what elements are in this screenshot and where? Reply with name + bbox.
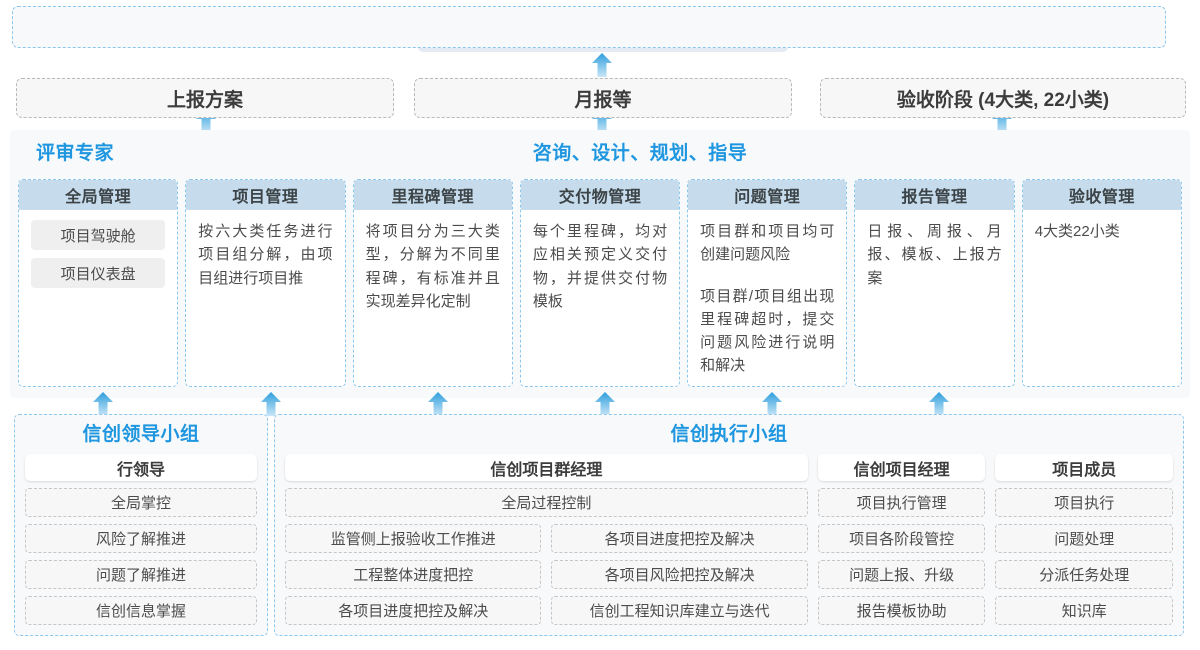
- card-paragraph: 将项目分为三大类型，分解为不同里程碑，有标准并且实现差异化定制: [365, 223, 500, 310]
- card-acceptance-management[interactable]: 验收管理 4大类22小类: [1021, 179, 1182, 387]
- exec-group-panel: 信创执行小组 信创项目群经理 全局过程控制 监管侧上报验收工作推进 工程整体进度…: [274, 414, 1184, 636]
- card-title: 报告管理: [855, 180, 1014, 210]
- report-box-acceptance: 验收阶段 (4大类, 22小类): [820, 78, 1186, 118]
- card-report-management[interactable]: 报告管理 日报、周报、月报、模板、上报方案: [854, 179, 1015, 387]
- up-arrow-icon: [260, 391, 282, 417]
- card-deliverable-management[interactable]: 交付物管理 每个里程碑，均对应相关预定义交付物，并提供交付物模板: [519, 179, 681, 387]
- report-box-monthly: 月报等: [414, 78, 792, 118]
- duty-item[interactable]: 各项目风险把控及解决: [551, 560, 808, 589]
- card-body: 日报、周报、月报、模板、上报方案: [855, 210, 1013, 386]
- card-body: 项目驾驶舱 项目仪表盘: [19, 210, 177, 386]
- band-label-expert: 评审专家: [36, 143, 115, 164]
- card-project-management[interactable]: 项目管理 按六大类任务进行项目组分解，由项目组进行项目推: [185, 179, 346, 387]
- card-paragraph: 项目群/项目组出现里程碑超时，提交问题风险进行说明和解决: [700, 287, 835, 375]
- card-body: 每个里程碑，均对应相关预定义交付物，并提供交付物模板: [521, 210, 679, 386]
- project-manager-column: 信创项目经理 项目执行管理 项目各阶段管控 问题上报、升级 报告模板协助: [817, 454, 986, 625]
- duty-item[interactable]: 各项目进度把控及解决: [285, 596, 542, 625]
- duty-item[interactable]: 问题上报、升级: [817, 560, 986, 589]
- band-label-consulting: 咨询、设计、规划、指导: [532, 143, 748, 164]
- leader-role-header: 行领导: [25, 454, 257, 481]
- card-title: 里程碑管理: [353, 180, 512, 210]
- card-body: 将项目分为三大类型，分解为不同里程碑，有标准并且实现差异化定制: [354, 210, 512, 386]
- card-paragraph: 项目群和项目均可创建问题风险: [700, 223, 835, 264]
- report-box-plan: 上报方案: [16, 78, 394, 118]
- duty-item[interactable]: 报告模板协助: [817, 596, 986, 625]
- card-paragraph: 按六大类任务进行项目组分解，由项目组进行项目推: [198, 223, 333, 287]
- card-paragraph: 日报、周报、月报、模板、上报方案: [867, 223, 1002, 287]
- function-card-row: 全局管理 项目驾驶舱 项目仪表盘 项目管理 按六大类任务进行项目组分解，由项目组…: [18, 179, 1182, 387]
- card-issue-management[interactable]: 问题管理 项目群和项目均可创建问题风险 项目群/项目组出现里程碑超时，提交问题风…: [687, 179, 848, 387]
- duty-item[interactable]: 项目执行管理: [817, 488, 986, 517]
- program-manager-column: 信创项目群经理 全局过程控制 监管侧上报验收工作推进 工程整体进度把控 各项目进…: [285, 454, 808, 625]
- card-body: 项目群和项目均可创建问题风险 项目群/项目组出现里程碑超时，提交问题风险进行说明…: [688, 210, 846, 386]
- duty-item[interactable]: 知识库: [995, 596, 1173, 625]
- up-arrow-icon: [761, 391, 783, 417]
- duty-item-span[interactable]: 全局过程控制: [285, 488, 808, 517]
- up-arrow-icon: [594, 391, 616, 417]
- duty-item[interactable]: 各项目进度把控及解决: [551, 524, 808, 553]
- duty-item[interactable]: 信创工程知识库建立与迭代: [551, 596, 808, 625]
- duty-item[interactable]: 工程整体进度把控: [285, 560, 542, 589]
- card-title: 交付物管理: [520, 180, 680, 210]
- card-paragraph: 4大类22小类: [1034, 223, 1120, 240]
- project-manager-header: 信创项目经理: [817, 454, 986, 481]
- card-body: 4大类22小类: [1023, 210, 1181, 386]
- duty-item[interactable]: 分派任务处理: [995, 560, 1173, 589]
- duty-item[interactable]: 信创信息掌握: [25, 596, 257, 625]
- program-manager-left-duties: 监管侧上报验收工作推进 工程整体进度把控 各项目进度把控及解决: [285, 524, 542, 625]
- card-milestone-management[interactable]: 里程碑管理 将项目分为三大类型，分解为不同里程碑，有标准并且实现差异化定制: [352, 179, 513, 387]
- duty-item[interactable]: 风险了解推进: [25, 524, 257, 553]
- duty-item[interactable]: 全局掌控: [25, 488, 257, 517]
- up-arrow-icon: [928, 391, 950, 417]
- exec-columns: 信创项目群经理 全局过程控制 监管侧上报验收工作推进 工程整体进度把控 各项目进…: [285, 454, 1173, 625]
- leader-group-title: 信创领导小组: [82, 424, 200, 445]
- card-title: 验收管理: [1022, 180, 1181, 210]
- duty-item[interactable]: 监管侧上报验收工作推进: [285, 524, 542, 553]
- card-title: 问题管理: [688, 180, 847, 210]
- card-title: 项目管理: [186, 180, 345, 210]
- project-members-header: 项目成员: [995, 454, 1173, 481]
- up-arrow-icon: [92, 391, 114, 417]
- leader-group-panel: 信创领导小组 行领导 全局掌控 风险了解推进 问题了解推进 信创信息掌握: [14, 414, 268, 636]
- card-body: 按六大类任务进行项目组分解，由项目组进行项目推: [186, 210, 344, 386]
- duty-item[interactable]: 项目各阶段管控: [817, 524, 986, 553]
- duty-item[interactable]: 项目执行: [995, 488, 1173, 517]
- up-arrow-icon: [591, 52, 613, 78]
- duty-item[interactable]: 问题处理: [995, 524, 1173, 553]
- project-members-column: 项目成员 项目执行 问题处理 分派任务处理 知识库: [995, 454, 1173, 625]
- program-manager-header: 信创项目群经理: [285, 454, 808, 481]
- expert-band: [12, 6, 1166, 48]
- exec-group-title: 信创执行小组: [670, 424, 788, 445]
- program-manager-sub-columns: 监管侧上报验收工作推进 工程整体进度把控 各项目进度把控及解决 各项目进度把控及…: [285, 524, 808, 625]
- duty-item[interactable]: 问题了解推进: [25, 560, 257, 589]
- card-title: 全局管理: [19, 180, 178, 210]
- card-paragraph: 每个里程碑，均对应相关预定义交付物，并提供交付物模板: [532, 223, 668, 310]
- up-arrow-icon: [427, 391, 449, 417]
- chip-item[interactable]: 项目驾驶舱: [31, 220, 166, 250]
- program-manager-right-duties: 各项目进度把控及解决 各项目风险把控及解决 信创工程知识库建立与迭代: [551, 524, 808, 625]
- card-global-management[interactable]: 全局管理 项目驾驶舱 项目仪表盘: [18, 179, 179, 387]
- chip-item[interactable]: 项目仪表盘: [31, 258, 166, 288]
